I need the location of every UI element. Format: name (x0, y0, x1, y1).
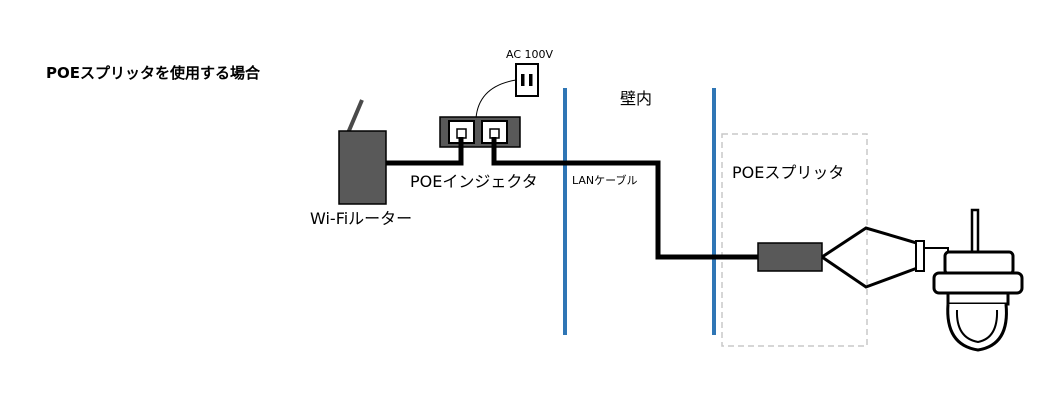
splitter-output-upper (821, 226, 921, 259)
injector-label: POEインジェクタ (410, 172, 538, 191)
router-label: Wi-Fiルーター (310, 209, 412, 228)
poe-injector (439, 116, 521, 148)
lan-cable-main (491, 137, 758, 260)
wifi-router (338, 99, 387, 205)
lan-cable-label: LANケーブル (572, 173, 637, 187)
camera-connector (915, 240, 925, 272)
wall-outlet-icon (515, 63, 539, 97)
splitter-label: POEスプリッタ (732, 163, 844, 182)
antenna-icon (346, 99, 364, 134)
wall-label: 壁内 (620, 89, 652, 108)
splitter-area (721, 133, 868, 347)
diagram-title: POEスプリッタを使用する場合 (46, 64, 261, 82)
splitter-output-lower (821, 255, 921, 289)
ptz-camera-icon (932, 208, 1024, 352)
lan-cable-injector-in (442, 137, 464, 166)
ac-power-label: AC 100V (506, 48, 554, 61)
poe-splitter (757, 242, 823, 272)
power-cord (475, 79, 517, 119)
